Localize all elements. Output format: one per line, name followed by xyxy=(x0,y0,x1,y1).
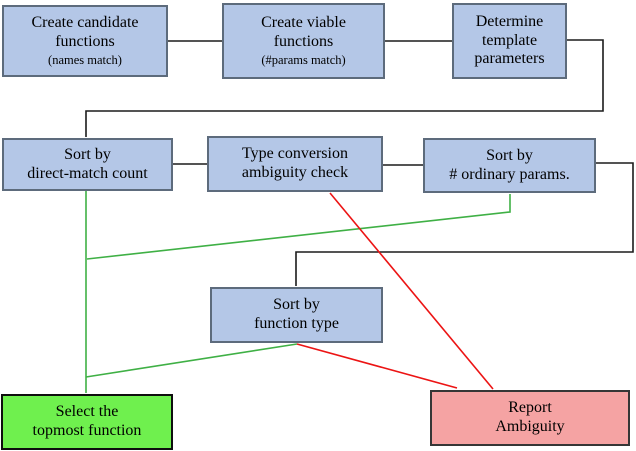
node-label-line: function type xyxy=(254,315,339,332)
node-label-line: Ambiguity xyxy=(495,418,565,435)
node-note: (#params match) xyxy=(261,53,346,67)
node-label-line: Sort by xyxy=(64,145,111,163)
node-label-line: topmost function xyxy=(32,422,142,439)
node-label-line: Report xyxy=(508,399,552,417)
node-type-conversion-ambiguity-check: Type conversion ambiguity check xyxy=(207,136,383,192)
node-label-line: Determine xyxy=(475,12,544,30)
node-label-line: Sort by xyxy=(273,296,320,314)
node-label-line: ambiguity check xyxy=(241,164,349,181)
node-label-line: Create candidate xyxy=(31,14,139,32)
node-report-ambiguity: Report Ambiguity xyxy=(430,390,630,446)
edge-sort-ordinary-to-select-topmost xyxy=(86,194,511,260)
node-label-line: Type conversion xyxy=(242,145,348,163)
node-label-line: parameters xyxy=(474,50,545,68)
node-label-line: Create viable xyxy=(261,14,346,32)
node-label-line: direct-match count xyxy=(27,164,148,182)
node-note: (names match) xyxy=(48,53,122,67)
node-select-topmost-function: Select the topmost function xyxy=(1,394,173,450)
node-label-line: Select the xyxy=(55,403,119,421)
node-label-line: # ordinary params. xyxy=(449,165,570,183)
edge-sort-function-type-to-report-ambiguity xyxy=(296,343,458,389)
node-sort-by-function-type: Sort by function type xyxy=(210,287,383,343)
node-sort-by-ordinary-params: Sort by # ordinary params. xyxy=(423,138,596,193)
edge-sort-function-type-to-select-topmost xyxy=(85,343,298,378)
node-sort-by-direct-match-count: Sort by direct-match count xyxy=(2,138,173,191)
edge-sort-ordinary-to-sort-function-type xyxy=(295,162,634,286)
node-label-line: Sort by xyxy=(486,146,533,164)
node-label-line: functions xyxy=(273,33,334,51)
node-label-line: template xyxy=(481,31,538,49)
node-label-line: functions xyxy=(55,33,115,51)
edge-template-to-sort-direct xyxy=(85,39,604,137)
node-create-viable-functions: Create viable functions (#params match) xyxy=(222,3,385,79)
node-determine-template-parameters: Determine template parameters xyxy=(452,3,567,79)
node-create-candidate-functions: Create candidate functions (names match) xyxy=(2,5,168,77)
edge-type-conversion-to-report-ambiguity xyxy=(329,192,494,390)
